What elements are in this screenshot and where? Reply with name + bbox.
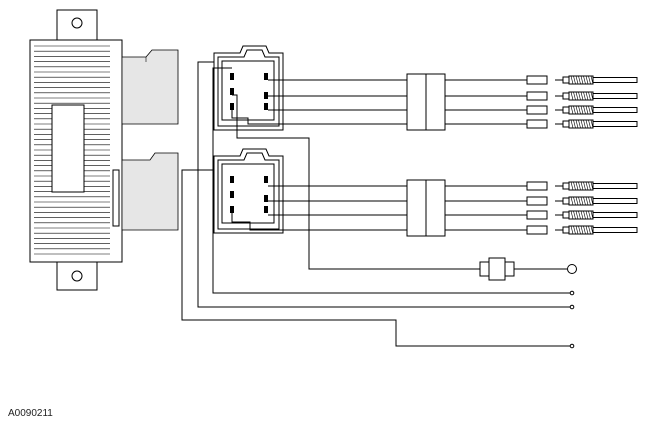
wires-bank-2 [231, 185, 527, 231]
glow-plug [526, 91, 638, 101]
wires-bank-1 [231, 79, 527, 125]
module-connector-lower [121, 152, 179, 231]
fuse-link [479, 257, 577, 281]
harness-connector-1 [213, 45, 284, 131]
figure-code: A0090211 [8, 408, 53, 419]
glow-plug-control-module [29, 9, 179, 291]
inline-connector-bank-2 [406, 179, 446, 237]
glow-plug [526, 105, 638, 115]
glow-plug [526, 181, 638, 191]
inline-connector-bank-1 [406, 73, 446, 131]
glow-plug [526, 210, 638, 220]
glow-plug [526, 119, 638, 129]
module-connector-upper [121, 49, 179, 125]
glow-plug [526, 196, 638, 206]
harness-connector-2 [213, 148, 284, 234]
glow-plugs [526, 75, 638, 235]
glow-plug [526, 75, 638, 85]
harness-wires [181, 61, 577, 349]
glow-plug [526, 225, 638, 235]
